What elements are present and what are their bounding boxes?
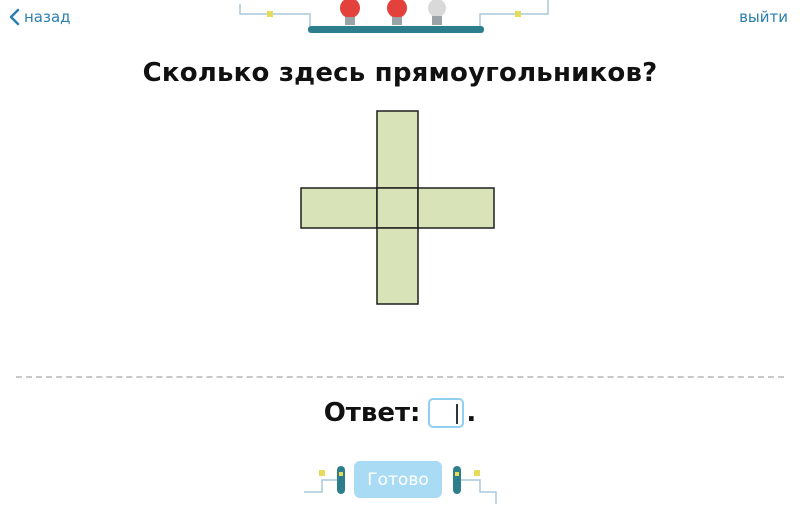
connector-right <box>453 466 461 494</box>
button-circuit-decoration <box>304 466 497 504</box>
done-label: Готово <box>367 469 429 490</box>
figure-center <box>376 187 419 229</box>
circuit-node-left <box>319 470 325 476</box>
cross-figure <box>300 110 495 305</box>
figure-bottom-arm <box>376 227 419 305</box>
answer-label: Ответ: <box>323 398 421 428</box>
answer-input[interactable] <box>428 398 465 428</box>
exit-label: выйти <box>739 8 788 26</box>
circuit-node-right <box>515 11 521 17</box>
figure-top-arm <box>376 110 419 189</box>
done-button[interactable]: Готово <box>354 461 442 498</box>
connector-pin-left <box>339 472 343 476</box>
circuit-wire-left <box>304 479 340 493</box>
chevron-left-icon <box>9 8 20 26</box>
section-divider <box>16 376 784 378</box>
figure-left-arm <box>300 187 378 229</box>
light-bulb-icon <box>387 0 407 25</box>
text-caret <box>456 404 459 424</box>
light-bulb-icon <box>428 0 446 25</box>
answer-row: Ответ: . <box>0 398 800 428</box>
exit-button[interactable]: выйти <box>739 4 788 30</box>
circuit-node-right <box>474 470 480 476</box>
back-label: назад <box>24 8 71 26</box>
light-bulb-icon <box>340 0 360 25</box>
answer-suffix: . <box>466 398 477 428</box>
figure-right-arm <box>417 187 495 229</box>
circuit-wire-right <box>460 479 497 504</box>
circuit-wire-right <box>479 0 549 26</box>
light-bulbs-decoration <box>239 0 549 33</box>
back-button[interactable]: назад <box>8 4 71 30</box>
connector-pin-right <box>455 472 459 476</box>
question-title: Сколько здесь прямоугольников? <box>142 58 658 88</box>
circuit-node-left <box>267 11 273 17</box>
connector-left <box>337 466 345 494</box>
circuit-wire-left <box>239 4 311 26</box>
circuit-board <box>308 26 484 33</box>
